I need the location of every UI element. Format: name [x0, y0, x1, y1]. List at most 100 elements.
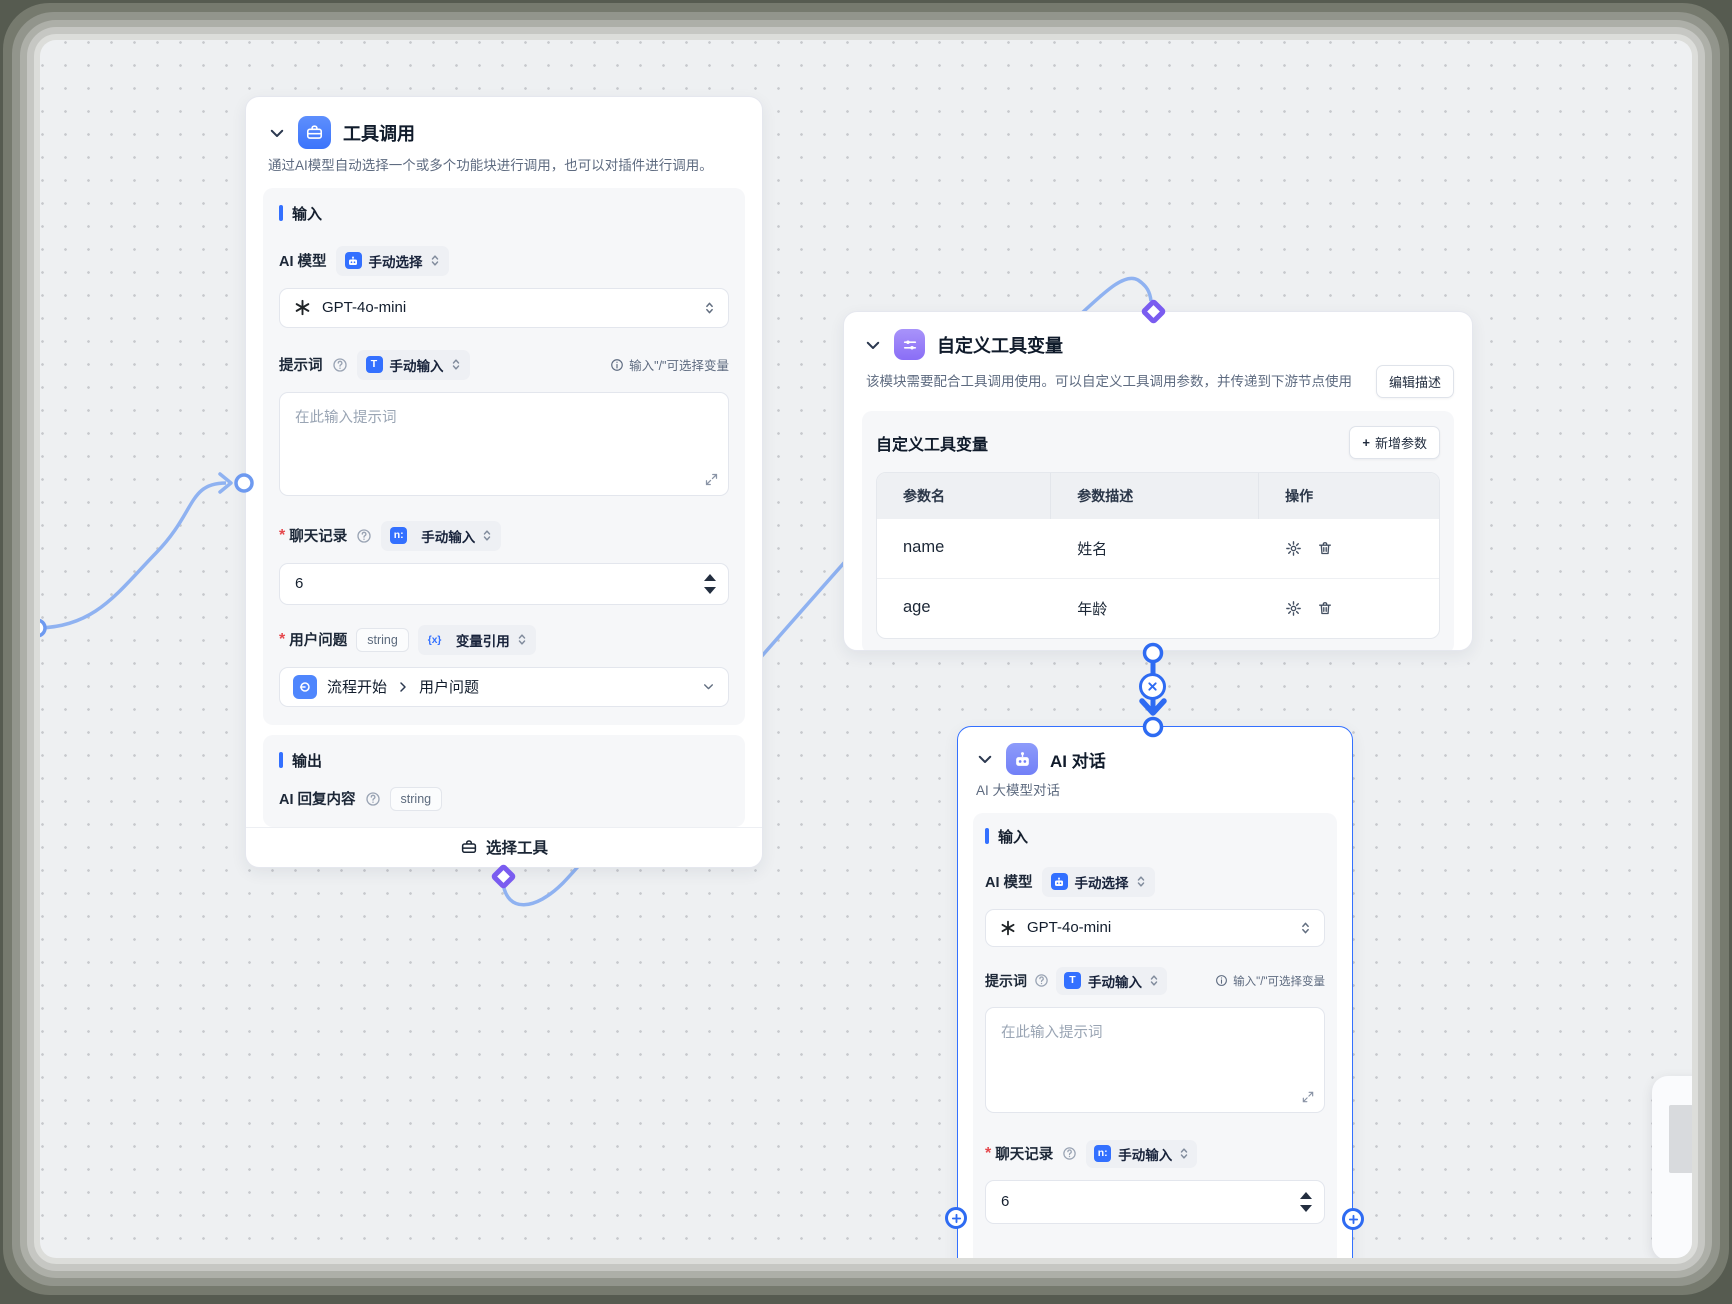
section-bar: [279, 752, 283, 769]
step-up-icon[interactable]: [704, 573, 716, 581]
history-mode-select[interactable]: n: 手动输入: [381, 520, 502, 551]
table-header-row: 参数名 参数描述 操作: [877, 473, 1439, 519]
collapse-chevron-icon[interactable]: [864, 336, 882, 354]
required-marker: *: [279, 630, 286, 648]
prompt-label: 提示词: [279, 358, 323, 375]
trash-icon[interactable]: [1317, 540, 1333, 557]
updown-chevron-icon: [1180, 1148, 1188, 1159]
edge-source-handle[interactable]: [40, 618, 47, 638]
help-icon[interactable]: [356, 528, 372, 544]
updown-chevron-icon: [431, 255, 438, 266]
select-tool-button[interactable]: 选择工具: [246, 826, 762, 867]
output-section-label: 输出: [279, 750, 729, 771]
svg-text:{x}: {x}: [428, 635, 442, 646]
variable-reference-select[interactable]: 流程开始 用户问题: [279, 666, 729, 707]
openai-logo-icon: [295, 299, 310, 316]
gear-icon[interactable]: [1285, 600, 1302, 617]
ai-reply-label: AI 回复内容: [279, 792, 356, 809]
help-icon[interactable]: [1034, 973, 1049, 988]
type-tag: string: [389, 786, 443, 811]
param-name: name: [903, 538, 945, 556]
updown-chevron-icon: [1150, 975, 1158, 986]
prompt-textarea-wrap: [985, 1006, 1325, 1118]
gear-icon[interactable]: [1285, 540, 1302, 557]
edit-description-button[interactable]: 编辑描述: [1375, 365, 1454, 398]
col-param-name: 参数名: [877, 473, 1052, 519]
collapse-chevron-icon[interactable]: [268, 124, 286, 142]
updown-chevron-icon: [483, 530, 491, 541]
model-name: GPT-4o-mini: [322, 299, 407, 317]
help-icon[interactable]: [332, 357, 348, 373]
minimap-panel[interactable]: [1652, 1076, 1692, 1258]
updown-chevron-icon: [706, 302, 713, 313]
chat-history-label: 聊天记录: [995, 1147, 1054, 1164]
node-subtitle: AI 大模型对话: [976, 783, 1061, 798]
delete-edge-button[interactable]: [1139, 673, 1166, 700]
help-icon[interactable]: [365, 791, 381, 807]
param-desc: 姓名: [1077, 541, 1108, 558]
node-title: 自定义工具变量: [937, 335, 1063, 356]
param-name: age: [903, 598, 931, 616]
updown-chevron-icon: [452, 359, 459, 370]
step-down-icon[interactable]: [704, 586, 716, 594]
add-connection-right-handle[interactable]: [1342, 1208, 1364, 1230]
prompt-textarea[interactable]: [985, 1006, 1325, 1113]
prompt-mode-select[interactable]: T 手动输入: [356, 349, 470, 380]
custom-vars-panel: 自定义工具变量 + 新增参数 参数名 参数描述 操作 name 姓名: [862, 411, 1454, 650]
chat-history-input[interactable]: [279, 562, 729, 605]
model-select[interactable]: GPT-4o-mini: [985, 908, 1325, 947]
chat-history-input-wrap: [985, 1179, 1325, 1224]
output-panel: 输出 AI 回复内容 string: [263, 734, 745, 827]
model-mode-select[interactable]: 手动选择: [1041, 866, 1155, 897]
section-bar: [279, 205, 283, 222]
node-tool-call[interactable]: 工具调用 通过AI模型自动选择一个或多个功能块进行调用，也可以对插件进行调用。 …: [245, 96, 763, 868]
number-stepper[interactable]: [1300, 1191, 1312, 1212]
chevron-right-icon: [400, 681, 406, 692]
collapse-chevron-icon[interactable]: [976, 750, 994, 768]
variable-hint: 输入"/"可选择变量: [1215, 973, 1325, 989]
prompt-label: 提示词: [985, 972, 1027, 989]
expand-icon[interactable]: [704, 472, 719, 492]
prompt-textarea[interactable]: [279, 391, 729, 496]
model-select[interactable]: GPT-4o-mini: [279, 287, 729, 328]
flow-start-icon: [293, 674, 317, 699]
type-tag: string: [356, 627, 409, 652]
edge-flow-start-to-tool-call[interactable]: [40, 481, 227, 630]
step-up-icon[interactable]: [1300, 1191, 1312, 1199]
params-table: 参数名 参数描述 操作 name 姓名 age 年: [876, 472, 1440, 639]
help-icon[interactable]: [1062, 1146, 1077, 1161]
model-name: GPT-4o-mini: [1027, 919, 1112, 937]
step-down-icon[interactable]: [1300, 1204, 1312, 1212]
openai-logo-icon: [1001, 920, 1015, 935]
expand-icon[interactable]: [1301, 1090, 1315, 1109]
user-question-label: 用户问题: [289, 633, 348, 650]
node-custom-tool-vars[interactable]: 自定义工具变量 该模块需要配合工具调用使用。可以自定义工具调用参数，并传递到下游…: [843, 311, 1473, 651]
text-input-icon: T: [365, 356, 383, 374]
number-stepper[interactable]: [704, 573, 716, 594]
briefcase-icon: [298, 116, 331, 149]
edge-arrowhead: [218, 472, 233, 494]
updown-chevron-icon: [518, 634, 526, 645]
input-panel: 输入 AI 模型 手动选择 GPT-4o-mini 提示词: [973, 812, 1337, 1258]
input-panel: 输入 AI 模型 手动选择 GPT-4o-mini 提示词: [263, 187, 745, 725]
node-ai-chat[interactable]: AI 对话 AI 大模型对话 输入 AI 模型 手动选择 GPT-4o-mini: [957, 726, 1353, 1258]
prompt-textarea-wrap: [279, 391, 729, 501]
col-operations: 操作: [1285, 488, 1314, 504]
history-mode-select[interactable]: n: 手动输入: [1086, 1139, 1198, 1168]
required-marker: *: [985, 1144, 992, 1162]
info-icon: [611, 358, 623, 371]
question-mode-select[interactable]: {x} 变量引用: [417, 624, 536, 655]
updown-chevron-icon: [1137, 876, 1144, 887]
add-connection-left-handle[interactable]: [945, 1207, 967, 1229]
trash-icon[interactable]: [1317, 600, 1333, 617]
workflow-canvas[interactable]: 工具调用 通过AI模型自动选择一个或多个功能块进行调用，也可以对插件进行调用。 …: [40, 40, 1692, 1258]
prompt-mode-select[interactable]: T 手动输入: [1056, 966, 1167, 995]
model-mode-select[interactable]: 手动选择: [335, 245, 449, 276]
number-input-icon: n:: [390, 527, 408, 545]
minimap-node-thumb: [1669, 1105, 1692, 1173]
table-row: name 姓名: [877, 519, 1439, 578]
chat-history-input[interactable]: [985, 1179, 1325, 1224]
variable-hint: 输入"/"可选择变量: [610, 355, 729, 374]
add-param-button[interactable]: + 新增参数: [1349, 426, 1440, 459]
